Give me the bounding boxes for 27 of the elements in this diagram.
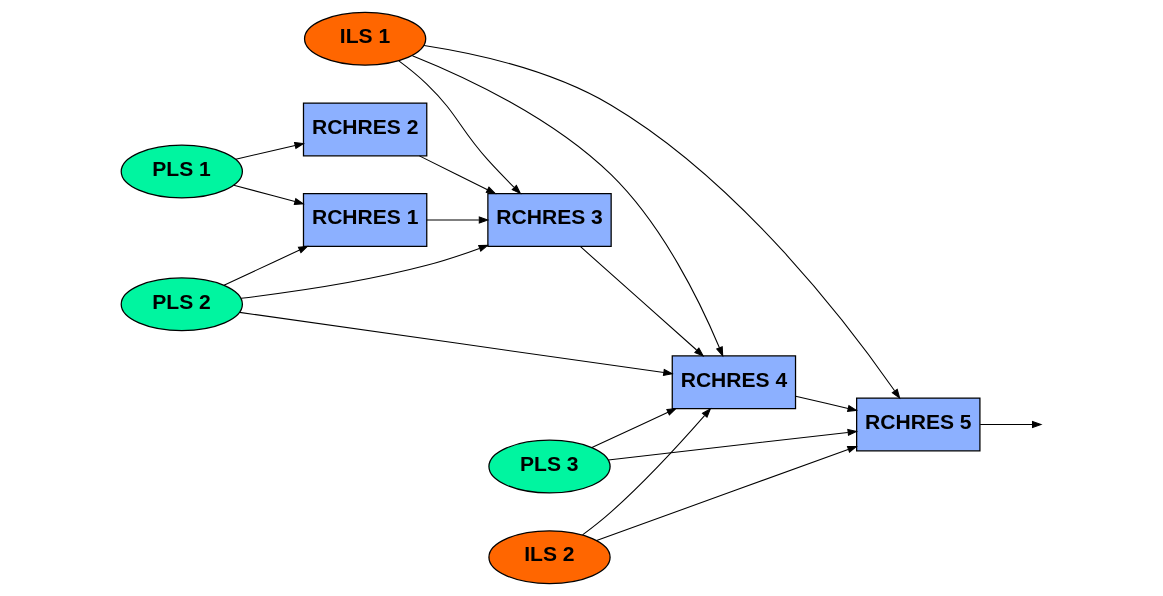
arrow	[223, 245, 309, 286]
arrow	[426, 216, 490, 224]
arrow	[979, 420, 1043, 429]
arrow	[795, 395, 859, 412]
arrow	[239, 311, 674, 377]
arrow	[240, 244, 490, 299]
node-ellipse: PLS 2	[120, 277, 243, 332]
arrow	[233, 184, 305, 205]
node-ellipse: PLS 1	[120, 144, 243, 199]
node-box: RCHRES 5	[856, 397, 981, 452]
arrow	[411, 55, 724, 358]
arrow	[418, 155, 497, 195]
arrow	[235, 141, 305, 160]
node-ellipse: ILS 2	[488, 530, 611, 585]
arrow	[582, 407, 712, 536]
arrow	[607, 428, 859, 461]
node-box: RCHRES 1	[302, 193, 428, 247]
node-box: RCHRES 3	[487, 193, 612, 247]
node-box: RCHRES 4	[671, 355, 797, 410]
node-box: RCHRES 2	[302, 102, 428, 157]
arrow	[398, 60, 522, 195]
arrow	[596, 445, 858, 542]
arrow	[423, 45, 901, 400]
node-ellipse: PLS 3	[488, 439, 611, 494]
arrow	[591, 408, 678, 448]
node-ellipse: ILS 1	[303, 11, 427, 66]
arrow	[579, 245, 705, 357]
